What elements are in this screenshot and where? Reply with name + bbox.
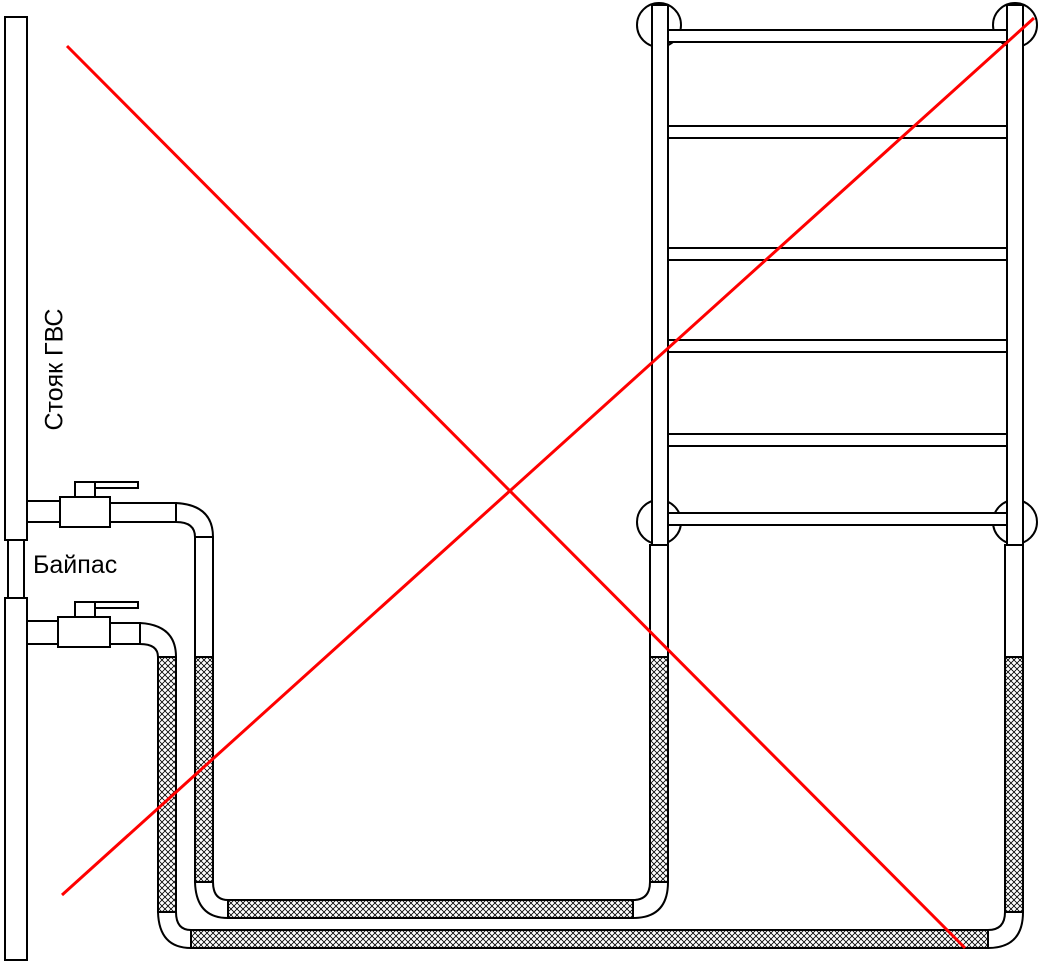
rail-crossbar	[667, 125, 1008, 139]
rail-crossbar	[667, 512, 1008, 526]
cross-line-1	[65, 44, 967, 950]
rail-right-post	[1006, 4, 1024, 546]
cross-line-2	[60, 16, 1036, 897]
heated-towel-rail	[636, 2, 1038, 546]
upper-ball-valve	[59, 481, 139, 528]
lower-return-pipe	[26, 544, 1025, 950]
rail-crossbar	[667, 29, 1008, 43]
lower-ball-valve	[57, 601, 139, 648]
rail-crossbar	[667, 433, 1008, 447]
riser-label: Стояк ГВС	[40, 308, 69, 431]
rail-crossbar	[667, 247, 1008, 261]
bypass-label: Байпас	[33, 551, 118, 579]
rail-left-post	[651, 4, 669, 546]
cross-out-mark	[60, 16, 1036, 950]
rail-crossbar	[667, 339, 1008, 353]
hot-water-riser	[4, 16, 28, 961]
upper-supply-pipe	[26, 500, 670, 920]
